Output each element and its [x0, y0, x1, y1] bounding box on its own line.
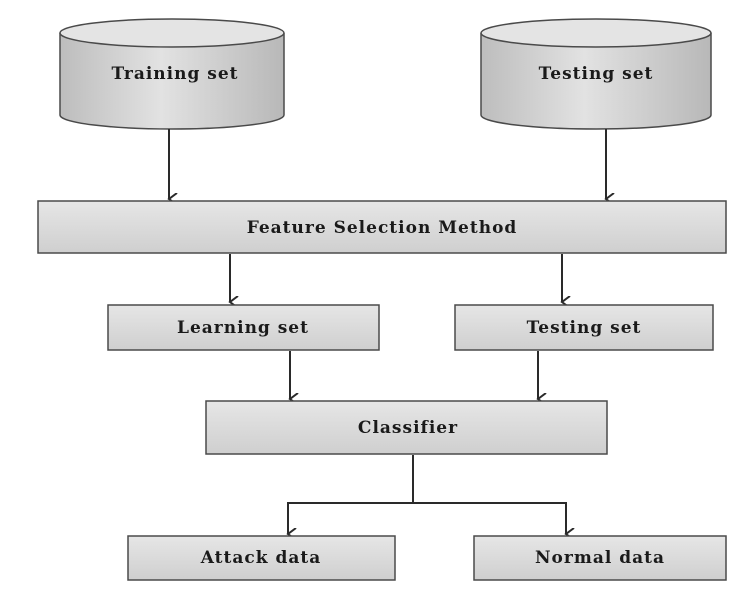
testing-set-label: Testing set — [527, 318, 642, 338]
testing-set-cylinder: Testing set — [480, 18, 712, 130]
testing-set-db-label: Testing set — [539, 64, 654, 84]
normal-data-box: Normal data — [473, 535, 727, 581]
feature-selection-label: Feature Selection Method — [247, 218, 518, 238]
classifier-label: Classifier — [358, 418, 458, 438]
attack-data-box: Attack data — [127, 535, 396, 581]
testing-set-box: Testing set — [454, 304, 714, 351]
learning-set-box: Learning set — [107, 304, 380, 351]
normal-data-label: Normal data — [535, 548, 665, 568]
training-set-cylinder: Training set — [59, 18, 285, 130]
attack-data-label: Attack data — [200, 548, 321, 568]
classifier-box: Classifier — [205, 400, 608, 455]
training-set-label: Training set — [111, 64, 238, 84]
feature-selection-box: Feature Selection Method — [37, 200, 727, 254]
learning-set-label: Learning set — [177, 318, 309, 338]
